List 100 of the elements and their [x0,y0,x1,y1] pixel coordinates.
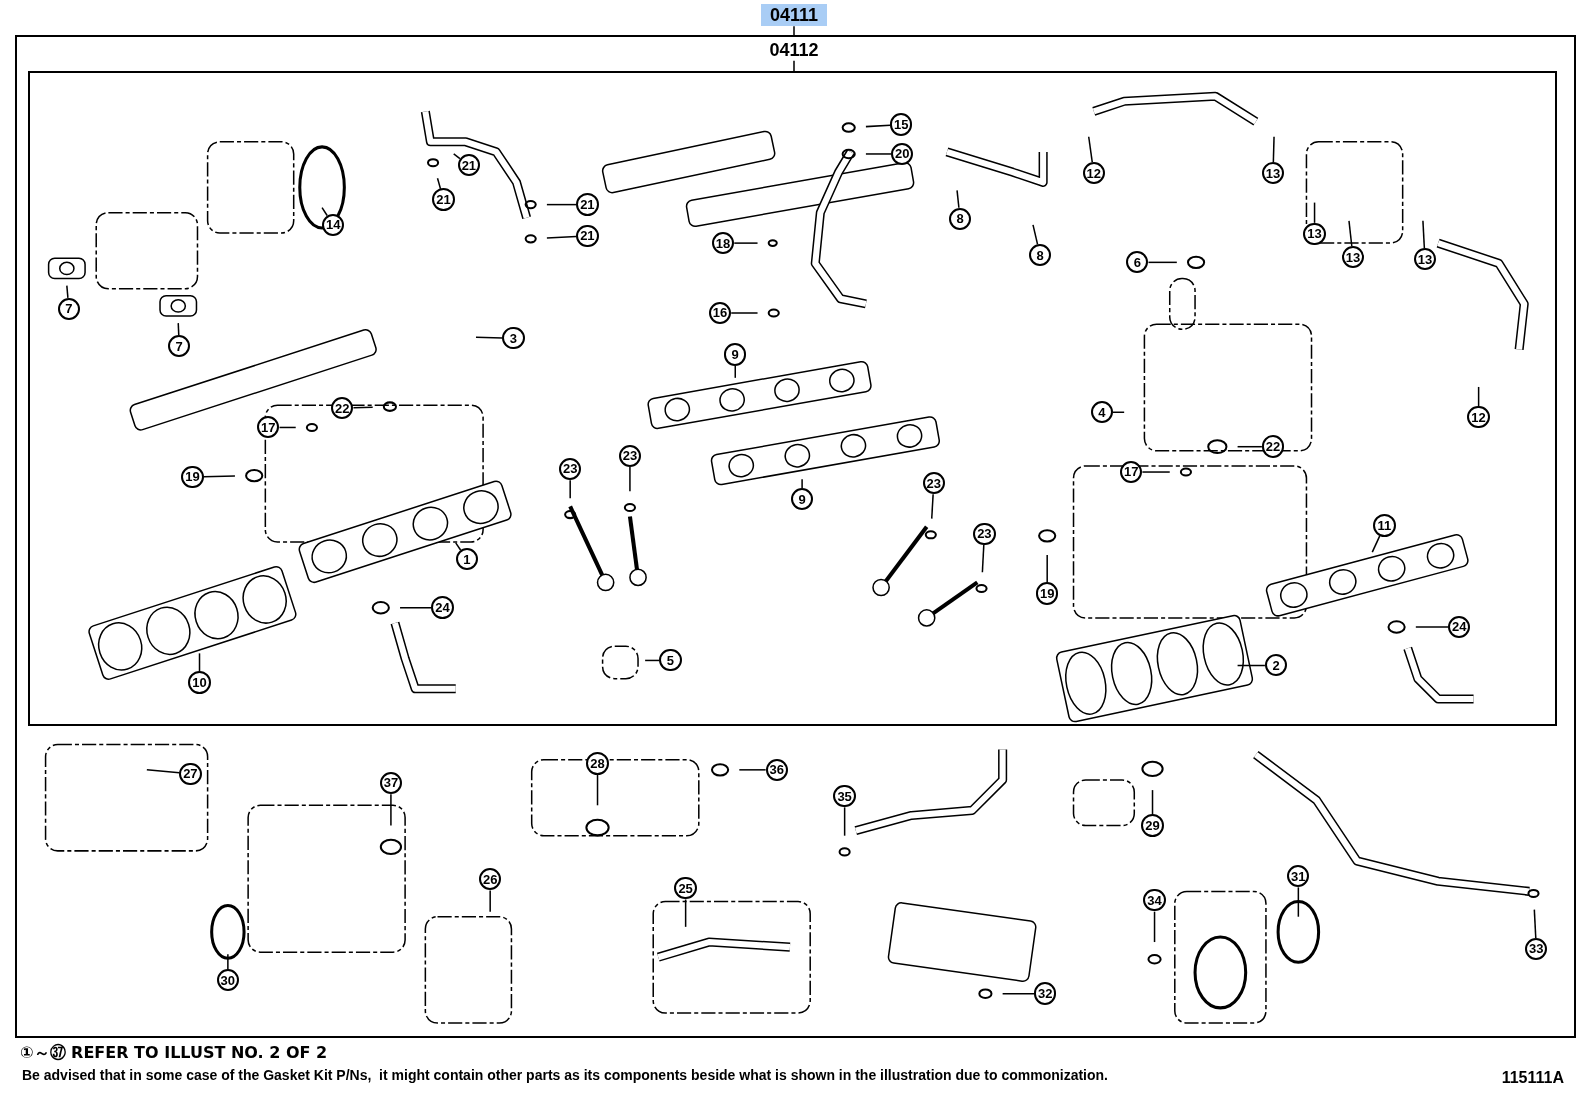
leader-line [390,793,392,827]
leader-line [1046,554,1048,584]
assembly-number: 04111 [760,4,828,27]
callout-number: 6 [1126,251,1149,274]
leader-line [1141,471,1171,473]
callout-number: 21 [576,193,599,216]
callout-number: 35 [833,784,856,808]
callout-number: 10 [188,671,211,694]
callout-number: 12 [1467,406,1490,429]
callout-number: 12 [1082,162,1105,185]
leader-line [1272,136,1275,163]
leader-line [1422,220,1426,249]
leader-line [475,336,504,339]
leader-line [546,235,578,239]
callout-number: 37 [379,771,403,794]
callout-number: 28 [586,752,609,775]
leader-line [1147,261,1178,264]
callout-number: 4 [1090,401,1113,424]
leader-line [569,479,571,500]
callout-number: 22 [1261,435,1285,458]
leader-line [865,153,892,155]
callout-number: 14 [322,213,345,236]
leader-line [278,426,297,429]
callout-number: 1 [455,547,478,571]
callout-number: 24 [431,596,454,619]
leader-line [1415,626,1449,628]
leader-line [1533,908,1537,939]
callout-number: 29 [1141,814,1164,837]
callout-number: 9 [790,488,814,511]
callout-number: 21 [576,224,599,248]
leader-line [227,953,229,971]
callout-number: 16 [708,301,732,325]
callout-number: 7 [57,297,80,320]
callout-number: 13 [1341,246,1365,269]
leader-line [1477,386,1480,407]
callout-number: 17 [257,416,280,439]
callout-number: 23 [973,522,996,545]
callout-number: 36 [765,758,788,781]
callout-number: 11 [1373,514,1396,537]
frame-box [28,70,1557,727]
callout-number: 30 [216,969,239,992]
callout-number: 23 [922,471,945,495]
leader-line [436,177,442,190]
assembly-number: 04112 [760,40,828,61]
leader-line [865,124,891,128]
connector-line [793,60,795,72]
callout-number: 3 [502,327,525,350]
callout-number: 7 [168,335,191,358]
callout-number: 20 [891,142,914,166]
callout-number: 23 [559,457,582,480]
callout-number: 13 [1413,248,1437,271]
leader-line [202,475,236,478]
leader-line [738,769,767,771]
leader-line [930,493,934,520]
leader-line [596,774,599,807]
leader-line [1313,201,1316,224]
leader-line [198,652,201,673]
leader-line [66,284,69,299]
leader-line [730,312,759,314]
callout-number: 32 [1034,982,1057,1005]
leader-line [981,544,985,574]
callout-number: 13 [1303,222,1326,246]
leader-line [843,806,846,837]
connector-line [793,25,795,37]
leader-line [546,203,577,206]
leader-line [733,242,759,244]
leader-line [1001,992,1035,995]
leader-line [177,322,180,337]
callout-number: 21 [432,188,455,211]
leader-line [801,478,803,489]
callout-number: 23 [618,444,642,467]
leader-line [629,466,631,493]
callout-number: 17 [1120,460,1143,484]
callout-number: 5 [659,649,682,672]
leader-line [452,153,461,160]
leader-line [1236,664,1266,667]
leader-line [146,769,181,774]
leader-line [1348,220,1353,247]
callout-number: 21 [457,153,480,177]
callout-number: 25 [674,877,697,900]
callout-number: 15 [890,113,913,136]
callout-number: 19 [181,465,204,489]
leader-line [644,659,661,662]
callout-number: 33 [1525,937,1548,961]
leader-line [1297,886,1300,918]
leader-line [399,607,433,609]
illustration-number: 115111A [1501,1068,1564,1088]
leader-line [1371,535,1381,553]
leader-line [352,406,374,409]
leader-line [684,898,687,928]
callout-number: 19 [1036,582,1059,605]
callout-number: 8 [1028,244,1052,267]
leader-line [1087,136,1093,163]
leader-line [1236,445,1263,448]
callout-number: 26 [479,867,502,891]
callout-number: 13 [1261,162,1285,185]
callout-number: 31 [1287,864,1310,888]
leader-line [1153,910,1156,943]
footnote-text: Be advised that in some case of the Gasket Kit P/Ns, it might contain other parts as its components beside what is shown in the illustration due to commonization. [22,1067,1108,1085]
leader-line [1032,224,1039,246]
